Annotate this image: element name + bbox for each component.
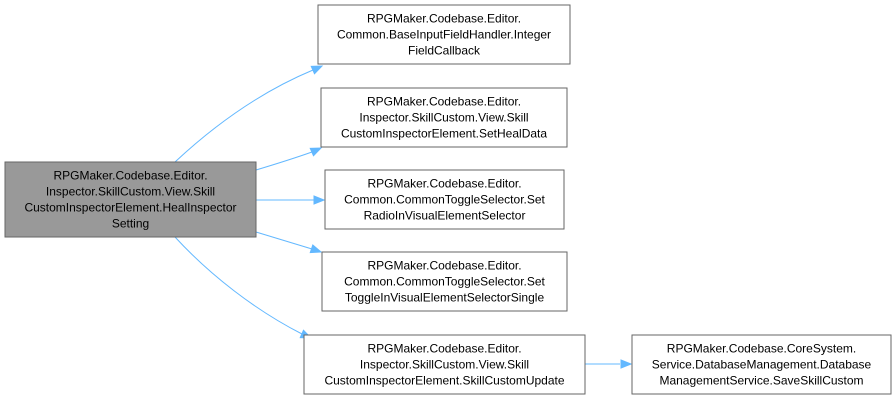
node-label-line: Common.CommonToggleSelector.Set bbox=[344, 275, 545, 289]
edge-line bbox=[174, 69, 314, 163]
node-box bbox=[303, 334, 586, 395]
node-label-line: RPGMaker.Codebase.Editor. bbox=[367, 259, 521, 273]
node-n6[interactable]: RPGMaker.Codebase.CoreSystem. Service.Dat… bbox=[631, 334, 892, 395]
node-label-line: RadioInVisualElementSelector bbox=[364, 209, 526, 223]
node-label-line: RPGMaker.Codebase.Editor. bbox=[367, 12, 521, 26]
node-n4[interactable]: RPGMaker.Codebase.Editor. Common.CommonTo… bbox=[321, 251, 568, 312]
node-label-line: CustomInspectorElement.SkillCustomUpdate bbox=[324, 374, 564, 388]
edge-root-n3 bbox=[256, 195, 326, 205]
node-box bbox=[317, 4, 571, 65]
edge-line bbox=[174, 236, 303, 335]
edge-line bbox=[255, 151, 313, 171]
node-n5[interactable]: RPGMaker.Codebase.Editor. Inspector.Skill… bbox=[303, 334, 586, 395]
node-label-line: RPGMaker.Codebase.CoreSystem. bbox=[667, 342, 856, 356]
edge-root-n5 bbox=[174, 236, 313, 339]
focus-node[interactable]: RPGMaker.Codebase.Editor. Inspector.Skill… bbox=[4, 161, 257, 238]
edge-root-n1 bbox=[174, 65, 324, 163]
arrowhead-icon bbox=[309, 244, 323, 254]
node-label-line: ManagementService.SaveSkillCustom bbox=[659, 374, 863, 388]
arrowhead-icon bbox=[310, 65, 324, 75]
node-label-line: Common.BaseInputFieldHandler.Integer bbox=[337, 28, 551, 42]
edge-root-n4 bbox=[255, 231, 323, 254]
arrowhead-icon bbox=[313, 195, 326, 205]
node-box bbox=[320, 87, 568, 148]
node-label-line: Setting bbox=[112, 217, 149, 231]
node-label-line: FieldCallback bbox=[408, 44, 481, 58]
node-label-line: CustomInspectorElement.HealInspector bbox=[24, 201, 236, 215]
arrowhead-icon bbox=[620, 359, 633, 369]
node-n3[interactable]: RPGMaker.Codebase.Editor. Common.CommonTo… bbox=[324, 169, 565, 230]
node-box bbox=[631, 334, 892, 395]
node-n2[interactable]: RPGMaker.Codebase.Editor. Inspector.Skill… bbox=[320, 87, 568, 148]
node-label-line: Inspector.SkillCustom.View.Skill bbox=[46, 185, 215, 199]
edge-root-n2 bbox=[255, 147, 323, 171]
node-label-line: Service.DatabaseManagement.Database bbox=[652, 358, 872, 372]
node-box bbox=[4, 161, 257, 238]
node-box bbox=[321, 251, 568, 312]
node-label-line: CustomInspectorElement.SetHealData bbox=[341, 127, 547, 141]
node-label-line: Inspector.SkillCustom.View.Skill bbox=[360, 358, 529, 372]
edge-line bbox=[255, 231, 313, 250]
node-label-line: RPGMaker.Codebase.Editor. bbox=[367, 95, 521, 109]
node-label-line: Inspector.SkillCustom.View.Skill bbox=[359, 111, 528, 125]
arrowhead-icon bbox=[309, 147, 323, 157]
node-label-line: RPGMaker.Codebase.Editor. bbox=[367, 342, 521, 356]
edge-n5-n6 bbox=[585, 359, 633, 369]
node-label-line: ToggleInVisualElementSelectorSingle bbox=[345, 291, 545, 305]
node-box bbox=[324, 169, 565, 230]
node-label-line: RPGMaker.Codebase.Editor. bbox=[367, 177, 521, 191]
node-n1[interactable]: RPGMaker.Codebase.Editor. Common.BaseInpu… bbox=[317, 4, 571, 65]
node-label-line: Common.CommonToggleSelector.Set bbox=[344, 193, 545, 207]
node-label-line: RPGMaker.Codebase.Editor. bbox=[53, 169, 207, 183]
